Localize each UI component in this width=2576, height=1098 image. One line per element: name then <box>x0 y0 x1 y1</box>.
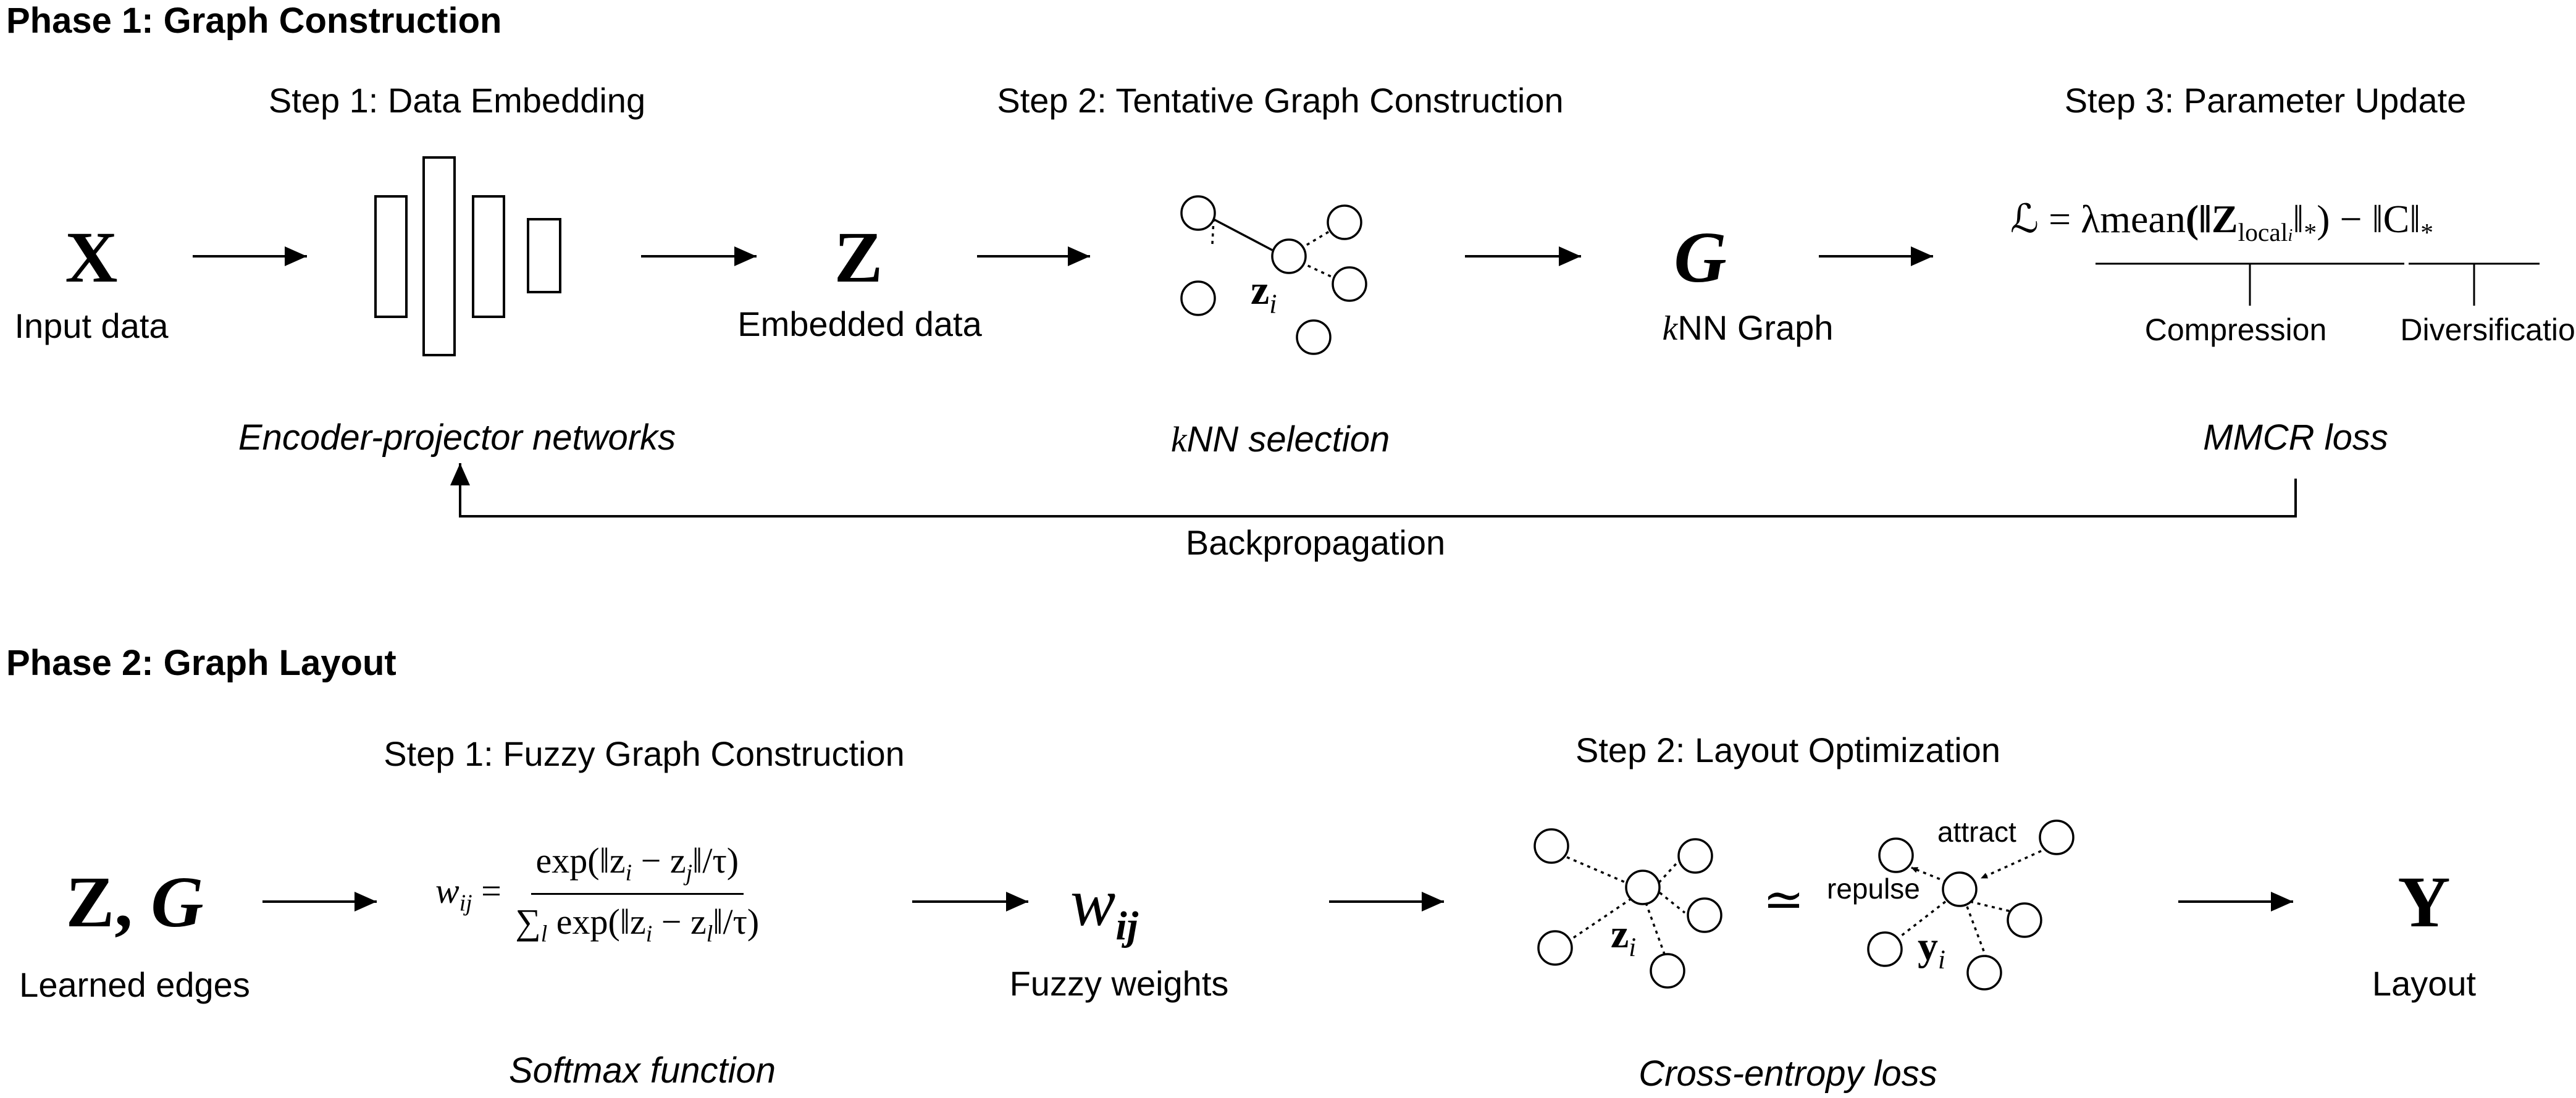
diversification-label: Diversification <box>2400 312 2576 347</box>
phase2-step2-label: Step 2: Layout Optimization <box>1575 731 2000 769</box>
phase1-step3-label: Step 3: Parameter Update <box>2064 81 2467 120</box>
layout-node-z-label: zi <box>1611 912 1637 963</box>
knn-node-center <box>1271 238 1307 274</box>
encoder-layer-1 <box>374 195 408 318</box>
loss-underlines <box>2096 262 2540 306</box>
knn-node-c <box>1332 266 1367 302</box>
knn-mini-graph <box>1180 195 1367 355</box>
mmcr-loss-caption: MMCR loss <box>2203 417 2388 458</box>
input-symbol-x: X <box>65 217 118 298</box>
phase1-step1-label: Step 1: Data Embedding <box>268 81 646 120</box>
phase1-title: Phase 1: Graph Construction <box>6 1 502 41</box>
approx-symbol: ≃ <box>1763 873 1805 928</box>
encoder-layer-2 <box>422 156 456 356</box>
fuzzy-weights-label: Fuzzy weights <box>1009 964 1229 1003</box>
learned-edges-label: Learned edges <box>19 965 250 1004</box>
repulse-label: repulse <box>1827 873 1920 905</box>
backpropagation-label: Backpropagation <box>1185 523 1446 562</box>
compression-label: Compression <box>2144 312 2327 347</box>
knn-selection-caption: kNN selection <box>1170 419 1390 459</box>
layout-node-y-label: yi <box>1918 924 1945 975</box>
input-data-label: Input data <box>14 306 169 345</box>
graph-symbol-g: G <box>1674 217 1727 298</box>
layout-symbol-y: Y <box>2398 861 2451 942</box>
knn-node-d <box>1180 280 1216 316</box>
encoder-network-blocks <box>374 156 561 356</box>
phase2-title: Phase 2: Graph Layout <box>6 643 396 683</box>
layout-label: Layout <box>2372 964 2477 1003</box>
phase2-step1-label: Step 1: Fuzzy Graph Construction <box>384 734 905 773</box>
embedded-symbol-z: Z <box>834 217 883 298</box>
embedded-data-label: Embedded data <box>737 304 982 343</box>
attract-label: attract <box>1937 816 2016 848</box>
knn-node-e <box>1296 319 1332 355</box>
knn-graph-label: kNN Graph <box>1662 308 1834 348</box>
knn-node-b <box>1327 204 1362 240</box>
fuzzy-weights-symbol: wij <box>1070 865 1139 949</box>
layout-graph-high-dim <box>1533 828 1722 989</box>
cross-entropy-caption: Cross-entropy loss <box>1638 1054 1937 1094</box>
mmcr-loss-formula: ℒ = λmean(‖Zlocali‖*) − ‖C‖* <box>2010 197 2434 246</box>
phase1-step2-label: Step 2: Tentative Graph Construction <box>997 81 1564 120</box>
softmax-caption: Softmax function <box>509 1050 776 1091</box>
encoder-layer-3 <box>472 195 505 318</box>
encoder-projector-caption: Encoder-projector networks <box>238 417 676 458</box>
learned-edges-symbol: Z, G <box>65 861 204 942</box>
softmax-weight-formula: wij = exp(‖zi − zj‖/τ) ∑l exp(‖zi − zl‖/… <box>435 840 760 947</box>
knn-node-label: zi <box>1251 266 1277 319</box>
knn-node-a <box>1180 195 1216 231</box>
projector-layer <box>527 218 561 293</box>
layout-graph-low-dim <box>1867 819 2075 991</box>
backprop-loop <box>450 463 2297 518</box>
